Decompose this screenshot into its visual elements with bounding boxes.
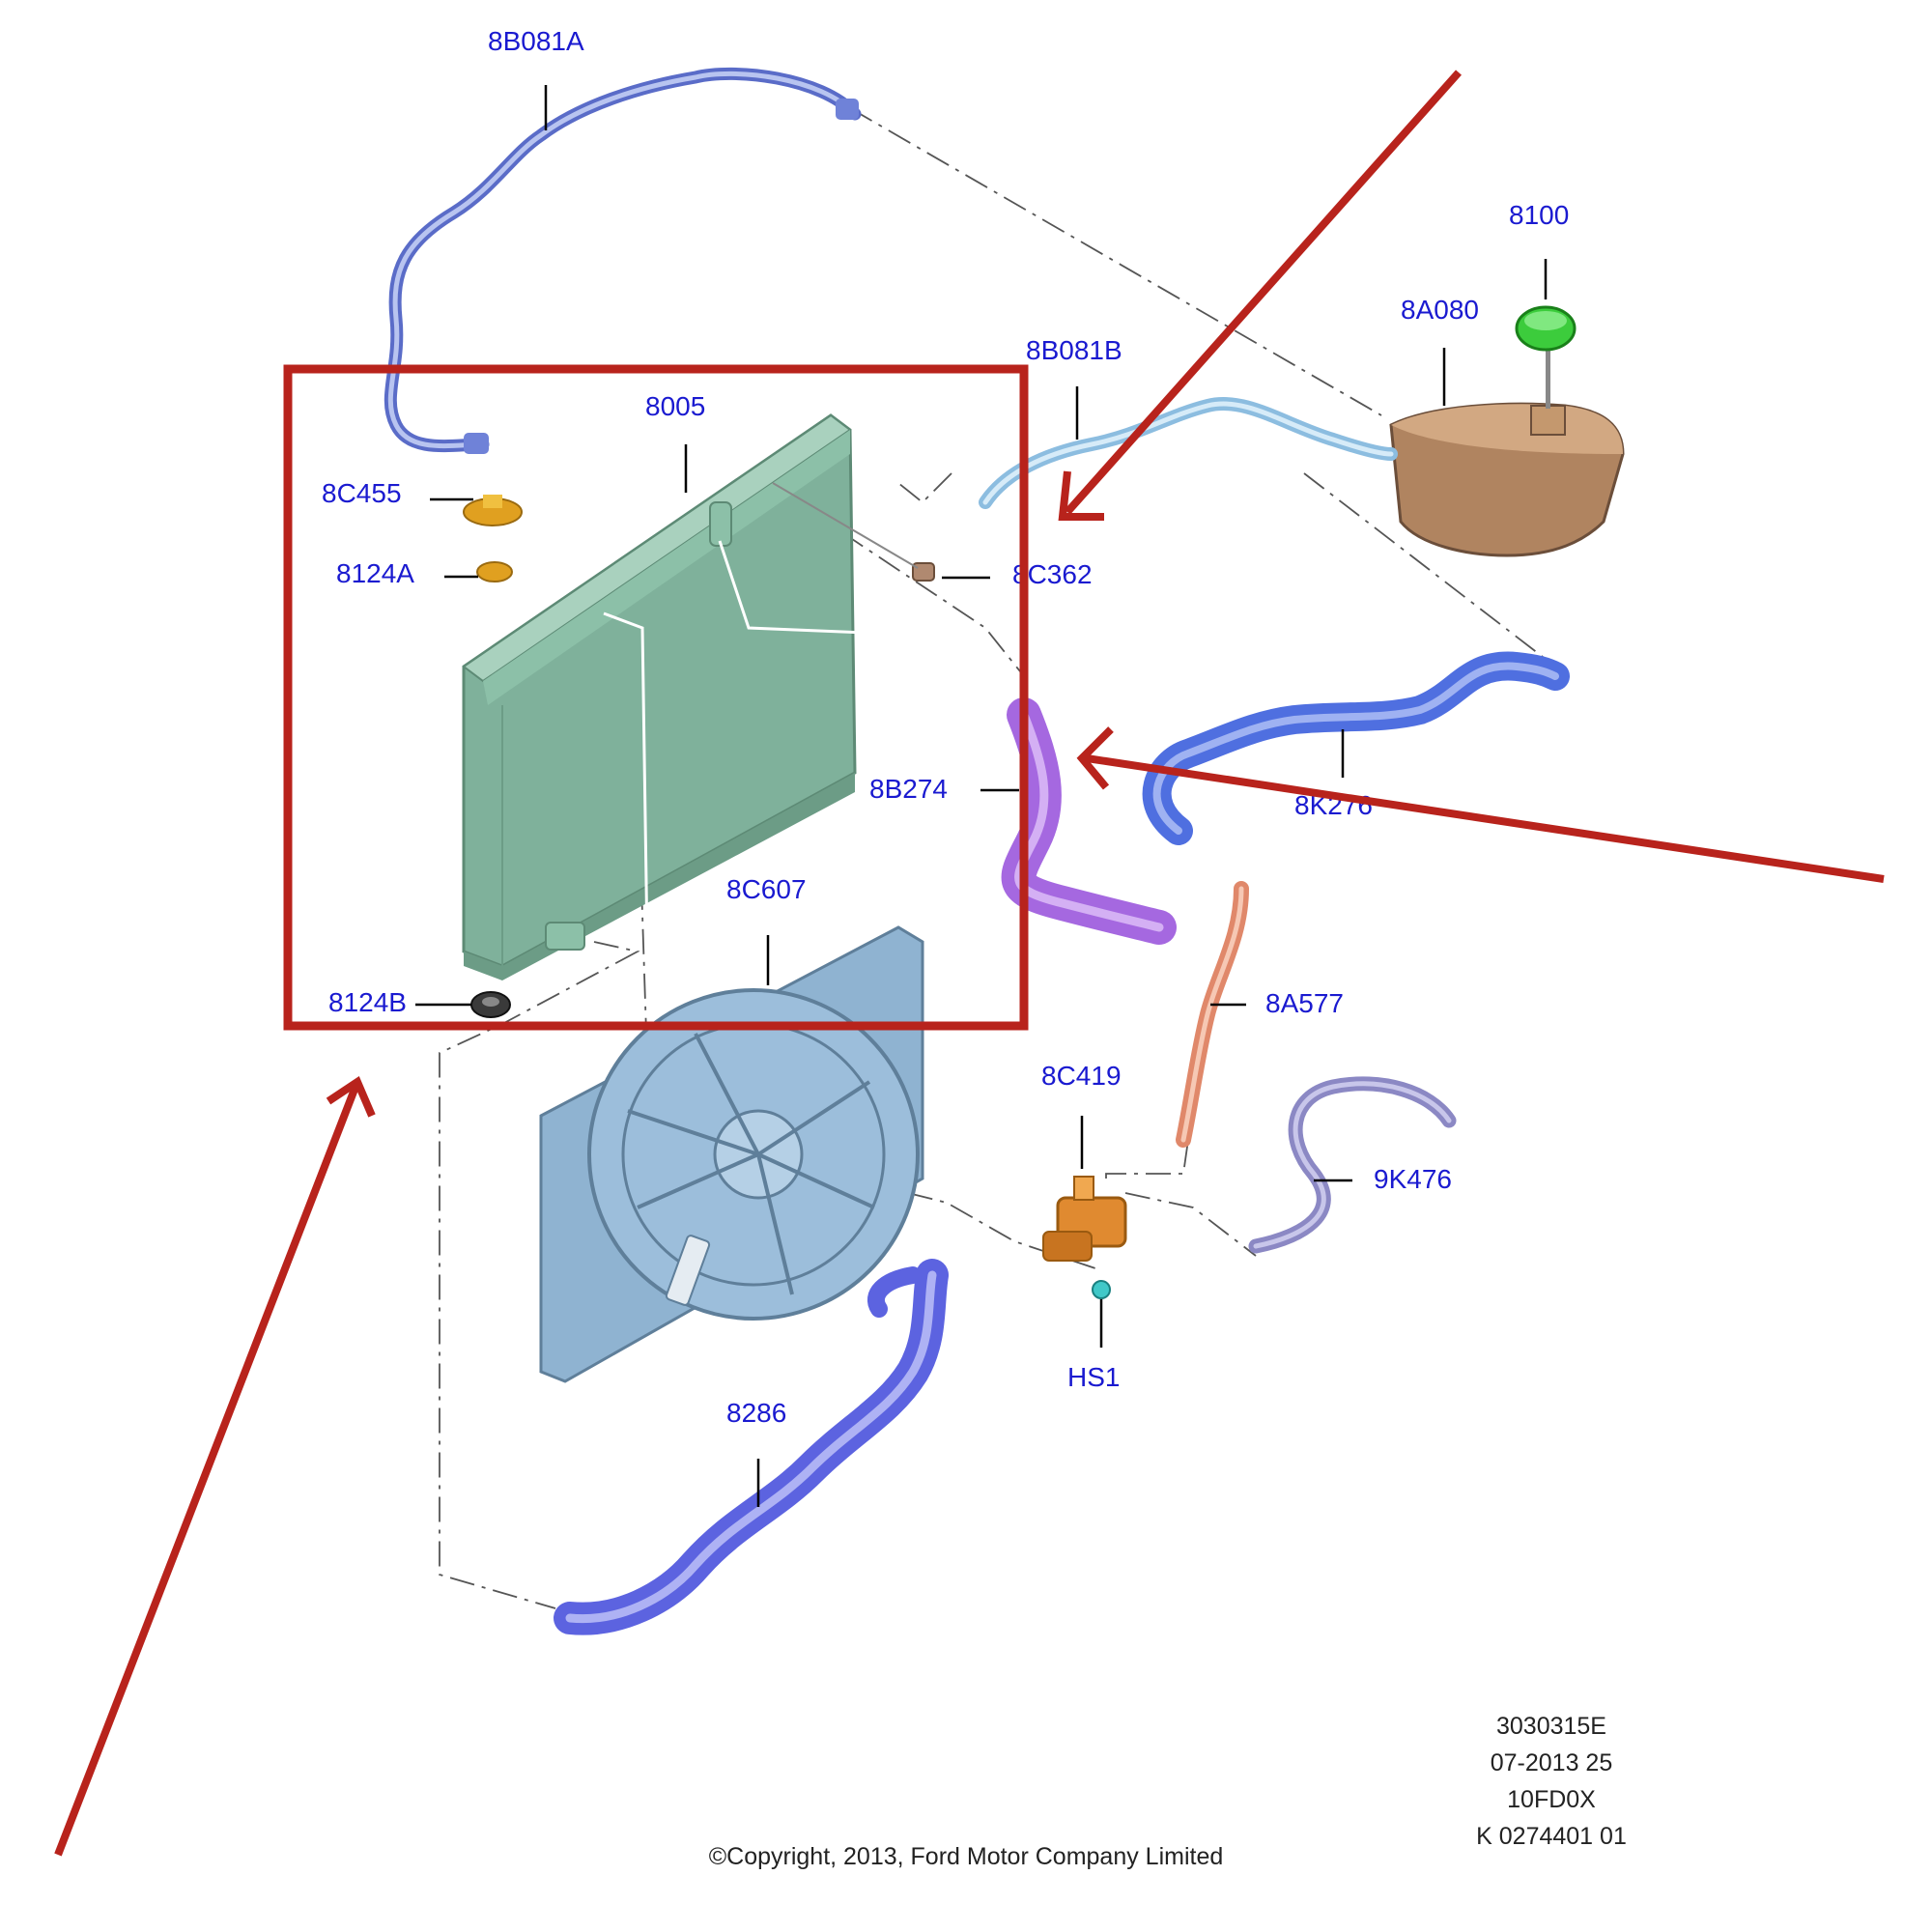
assembly-line <box>907 1192 1102 1271</box>
label-8005: 8005 <box>645 391 705 421</box>
hose-8k276 <box>1142 651 1570 845</box>
hose-8286-highlight <box>565 1270 937 1624</box>
annotations <box>54 70 1885 1857</box>
valve-8c419-base <box>1042 1231 1093 1262</box>
screw-8c362-body <box>912 562 935 582</box>
hose-9k476 <box>1248 1076 1457 1254</box>
mount-8124b-center <box>482 997 499 1007</box>
label-8a080: 8A080 <box>1401 295 1479 325</box>
label-8124a: 8124A <box>336 558 414 588</box>
hose-8286 <box>554 1259 949 1635</box>
copyright: ©Copyright, 2013, Ford Motor Company Lim… <box>709 1843 1224 1870</box>
clip-hs1-body <box>1092 1280 1111 1299</box>
footer: 3030315E 07-2013 25 10FD0X K 0274401 01 … <box>709 1713 1627 1870</box>
fan-blade <box>756 1153 794 1295</box>
clip-hs1 <box>1092 1280 1111 1299</box>
pipe-8a577-highlight <box>1180 886 1244 1143</box>
hose-8k276-highlight <box>1152 662 1559 835</box>
mount-8124b <box>470 991 511 1018</box>
highlight-box <box>283 364 1029 1031</box>
arrow-line <box>1086 754 1885 883</box>
assembly-line <box>1105 1139 1189 1179</box>
part-labels: 8B081A 8100 8A080 8B081B 8005 8C455 8124… <box>322 26 1569 1428</box>
label-8124b: 8124B <box>328 987 407 1017</box>
catalog-code: K 0274401 01 <box>1476 1823 1627 1850</box>
assembly-line <box>1124 1192 1257 1257</box>
radiator-guide-line <box>718 540 986 639</box>
fan-blade <box>627 1109 759 1156</box>
label-8b081b: 8B081B <box>1026 335 1122 365</box>
label-8c607: 8C607 <box>726 874 807 904</box>
cap-8c455-top <box>483 495 502 508</box>
tank-8a080 <box>1389 346 1625 557</box>
label-8c455: 8C455 <box>322 478 402 508</box>
radiator-8005 <box>462 413 986 980</box>
assembly-line <box>439 941 640 1609</box>
ref-code: 3030315E <box>1496 1713 1606 1740</box>
fan-shroud-8c607 <box>539 925 924 1383</box>
cap-8c455 <box>463 495 523 526</box>
valve-8c419 <box>1042 1176 1127 1262</box>
label-9k476: 9K476 <box>1374 1164 1452 1194</box>
radiator-guide-line <box>603 611 649 948</box>
screw-8c362 <box>772 482 935 582</box>
pipe-8a577 <box>1176 881 1249 1148</box>
fan-blade <box>756 1080 871 1156</box>
tank-neck <box>1530 405 1566 436</box>
hose-8b081b <box>979 397 1398 509</box>
hose-8b081b-highlight <box>982 401 1394 505</box>
hose-8b081a <box>384 67 862 454</box>
fan-motor <box>665 1235 711 1306</box>
arrow-head <box>1076 726 1114 790</box>
assembly-line <box>849 107 1382 416</box>
radiator-outlet-neck <box>545 922 585 951</box>
arrow-head <box>1058 470 1104 521</box>
clip-8124a-body <box>476 561 513 582</box>
radiator-top-tank-side <box>483 430 850 705</box>
clip-8124a <box>476 561 513 582</box>
cap-8100-top <box>1524 311 1567 330</box>
label-8a577: 8A577 <box>1265 988 1344 1018</box>
hose-8b081a-highlight <box>387 71 858 449</box>
hose-8b081a-body <box>384 67 862 453</box>
date-code: 07-2013 25 <box>1491 1749 1613 1776</box>
radiator-inlet-neck <box>709 501 732 547</box>
fan-blade <box>694 1033 760 1155</box>
cap-8100 <box>1515 305 1577 352</box>
assembly-line <box>897 472 952 504</box>
arrow-line <box>54 1085 359 1857</box>
label-hs1: HS1 <box>1067 1362 1120 1392</box>
arrow-head <box>326 1076 376 1118</box>
label-8b274: 8B274 <box>869 774 948 804</box>
label-8100: 8100 <box>1509 200 1569 230</box>
hose-8b081a-connector <box>836 99 859 120</box>
hose-8b081b-body <box>979 397 1398 509</box>
fan-blade <box>757 1152 875 1209</box>
hose-9k476-highlight <box>1253 1081 1452 1249</box>
hose-8b081a-connector <box>464 433 489 454</box>
assembly-line <box>767 482 1025 677</box>
label-8b081a: 8B081A <box>488 26 584 56</box>
leader-lines <box>415 85 1548 1507</box>
hose-8286-branch <box>867 1266 922 1318</box>
hose-8b274-highlight <box>1014 710 1164 932</box>
label-8c419: 8C419 <box>1041 1061 1122 1091</box>
fan-blade <box>637 1152 759 1209</box>
hose-8b274 <box>1001 697 1177 945</box>
tank-cap-stem <box>1546 346 1550 409</box>
valve-8c419-nipple <box>1073 1176 1094 1201</box>
model-code: 10FD0X <box>1507 1786 1596 1813</box>
label-8286: 8286 <box>726 1398 786 1428</box>
arrow-line <box>1065 70 1462 515</box>
screw-8c362-guide <box>772 482 919 569</box>
